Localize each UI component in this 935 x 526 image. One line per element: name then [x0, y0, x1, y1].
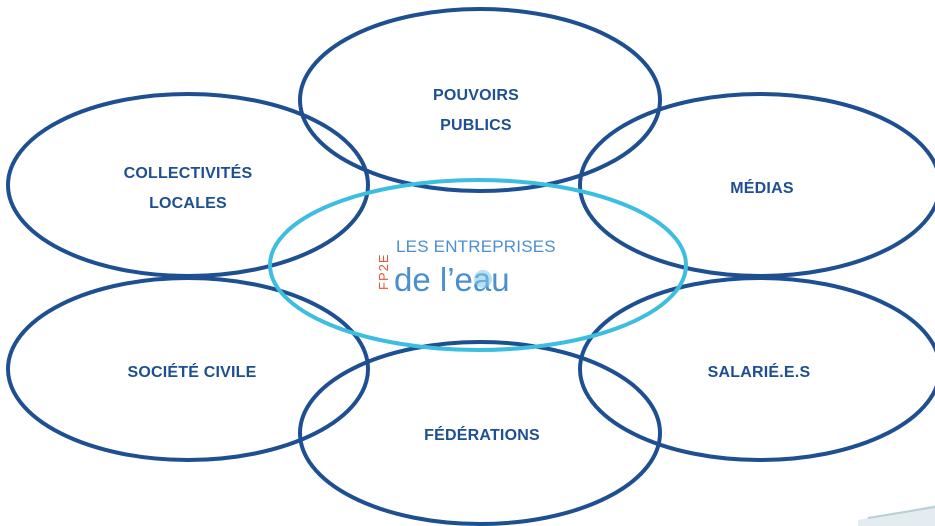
label-societe-civile: SOCIÉTÉ CIVILE: [127, 362, 256, 381]
corner-decoration-icon: [858, 505, 935, 526]
label-collectivites-line1: COLLECTIVITÉS: [124, 163, 253, 182]
logo-line1: LES ENTREPRISES: [396, 237, 556, 256]
ellipse-collectivites-locales: [6, 92, 370, 278]
label-collectivites-line2: LOCALES: [149, 195, 227, 212]
ellipse-federations: [298, 340, 662, 526]
label-federations: FÉDÉRATIONS: [424, 425, 540, 444]
ellipse-salaries: [578, 276, 935, 462]
logo-fp2e-vertical: FP2E: [376, 253, 391, 290]
label-pouvoirs-publics-line1: POUVOIRS: [433, 87, 519, 104]
logo-de: de l’: [394, 261, 455, 298]
label-medias: MÉDIAS: [730, 178, 794, 197]
water-drop-icon: [474, 270, 492, 288]
logo-line2: de l’eau: [394, 261, 510, 298]
fp2e-logo: FP2E LES ENTREPRISES de l’eau: [376, 237, 556, 298]
ellipse-societe-civile: [6, 276, 370, 462]
ellipse-pouvoirs-publics: [298, 7, 662, 193]
label-pouvoirs-publics-line2: PUBLICS: [440, 117, 512, 134]
label-salaries: SALARIÉ.E.S: [708, 362, 811, 381]
ellipse-center: [268, 178, 688, 352]
